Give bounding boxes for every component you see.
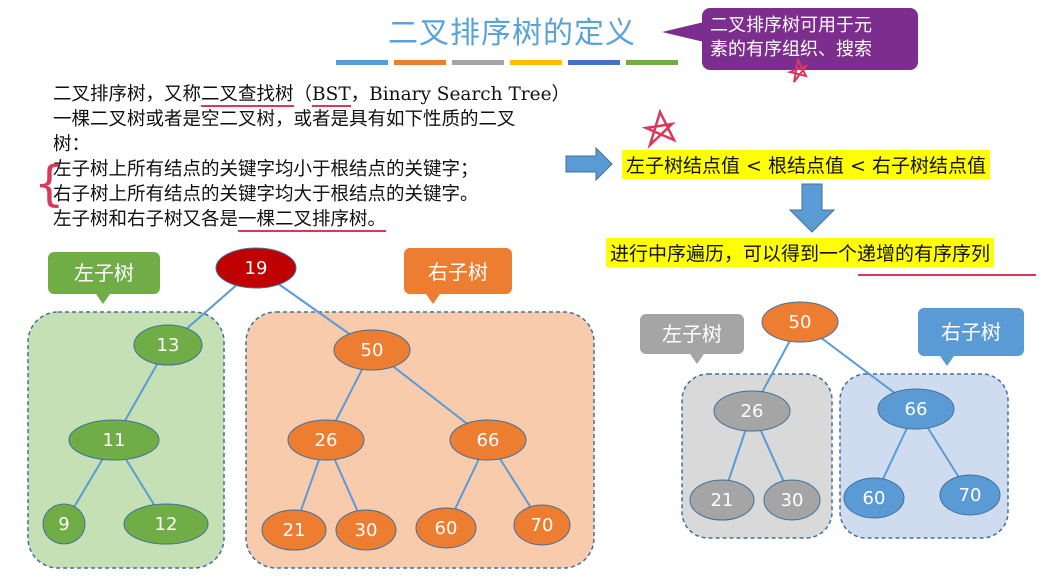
node-label-19: 19 [245,258,268,279]
small-node-label-66: 66 [905,399,928,420]
node-label-13: 13 [157,335,180,356]
node-19 [215,247,297,289]
small-node-label-70: 70 [959,485,982,506]
node-label-12: 12 [155,514,178,535]
node-label-60: 60 [435,518,458,539]
right-tag-bg [404,248,512,294]
callout-line-2: 素的有序组织、搜索 [710,39,872,60]
small-right-tag-bg [918,308,1024,356]
small-tree-nodes [689,301,1001,521]
bst-alias-underlined: 二叉查找树 [201,84,294,107]
node-30 [335,509,397,551]
small-node-21 [689,479,755,521]
small-left-tag-bg [640,314,744,354]
right-tag-tail [426,294,440,304]
node-label-66: 66 [477,430,500,451]
small-node-label-50: 50 [789,312,812,333]
node-66 [449,419,527,461]
small-node-label-30: 30 [781,490,804,511]
definition-text: 二叉排序树，又称二叉查找树（BST，Binary Search Tree） 一棵… [53,82,613,232]
bst-abbr-underlined: BST [312,84,351,107]
small-right-tag-tail [940,356,954,366]
definition-line-2: 一棵二叉树或者是空二叉树，或者是具有如下性质的二叉 [53,109,516,130]
node-label-70: 70 [531,515,554,536]
small-node-label-26: 26 [741,401,764,422]
node-12 [123,503,209,545]
node-70 [513,504,571,546]
node-60 [415,507,477,549]
left-tree-tags: 左子树 右子树 [74,260,488,285]
node-label-30: 30 [355,520,378,541]
callout-line-1: 二叉排序树可用于元 [710,15,872,36]
definition-text-1c: （ [293,84,313,105]
right-subtree-tag: 右子树 [428,260,488,284]
definition-line-4: 左子树上所有结点的关键字均小于根结点的关键字； [53,159,479,180]
star-mark-rule [641,108,677,150]
left-tree-labels: 19 13 11 9 12 50 26 66 21 30 60 70 [58,258,553,541]
node-13 [133,324,203,366]
left-subtree-tag: 左子树 [74,261,134,285]
brace-mark: { [34,156,65,212]
small-node-26 [713,390,791,432]
definition-text-1a: 二叉排序树，又称 [53,84,202,105]
bst-rule-highlight: 左子树结点值 < 根结点值 < 右子树结点值 [622,150,990,179]
small-node-label-21: 21 [711,490,734,511]
definition-line-5: 右子树上所有结点的关键字均大于根结点的关键字。 [53,184,479,205]
small-node-30 [763,479,821,521]
node-label-9: 9 [58,514,69,535]
definition-text-1e: ，Binary Search Tree） [350,84,571,105]
inorder-note-highlight: 进行中序遍历，可以得到一个递增的有序序列 [606,238,995,267]
definition-line-3: 树： [53,134,91,155]
definition-line-6: 左子树和右子树又各是一棵二叉排序树。 [53,207,613,232]
recursive-def-underlined: 一棵二叉排序树。 [238,209,387,232]
small-tree-tags: 左子树 右子树 [662,320,1001,346]
small-tree-labels: 50 26 21 30 66 60 70 [711,312,982,511]
small-node-60 [843,477,905,519]
right-subtree-box [245,311,595,569]
left-tag-bg [48,252,160,294]
small-node-66 [877,388,955,430]
right-arrow [565,146,613,182]
page-title: 二叉排序树的定义 [388,16,636,51]
node-label-26: 26 [315,430,338,451]
usage-callout: 二叉排序树可用于元 素的有序组织、搜索 [702,8,918,70]
small-left-tag-tail [690,354,704,364]
down-arrow [788,183,836,233]
node-label-50: 50 [361,340,384,361]
node-9 [42,503,86,545]
small-node-50 [761,301,839,343]
small-node-label-60: 60 [863,488,886,509]
small-node-70 [939,474,1001,516]
callout-tail [662,22,704,42]
node-label-21: 21 [283,520,306,541]
definition-text-6a: 左子树和右子树又各是 [53,209,239,230]
node-21 [261,509,327,551]
left-tag-tail [96,294,110,304]
left-tree-nodes [42,247,571,551]
node-label-11: 11 [103,430,126,451]
star-mark-callout [786,56,809,83]
small-right-subtree-tag: 右子树 [941,320,1001,344]
definition-line-1: 二叉排序树，又称二叉查找树（BST，Binary Search Tree） [53,82,613,107]
node-26 [287,419,365,461]
small-left-subtree-tag: 左子树 [662,322,722,346]
node-50 [333,329,411,371]
node-11 [68,419,160,461]
